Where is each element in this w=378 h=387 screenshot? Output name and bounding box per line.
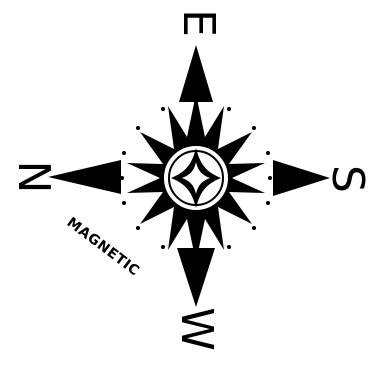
- west-label: W: [171, 307, 222, 351]
- south-label: S: [322, 165, 373, 193]
- east-label: E: [173, 9, 224, 37]
- south-arrow-icon: [273, 160, 330, 196]
- magnetic-label: MAGNETIC: [64, 215, 143, 280]
- east-arrow-icon: [179, 45, 213, 102]
